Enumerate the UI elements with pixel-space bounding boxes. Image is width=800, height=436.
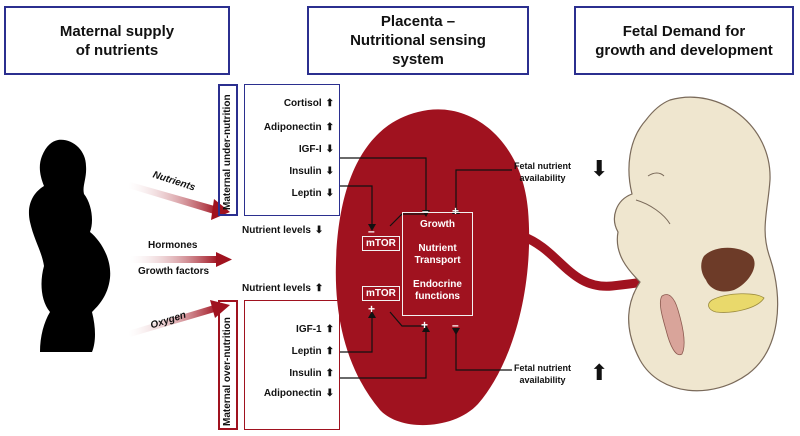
list-item: Insulin⬆ <box>289 368 334 379</box>
plus-sign-top: + <box>452 204 460 218</box>
list-item: Cortisol⬆ <box>284 98 334 109</box>
arrow-icon: ⬆ <box>314 282 324 294</box>
hormone-label: IGF-I <box>298 144 322 155</box>
under-nutrition-side-box <box>218 84 238 216</box>
fetus-illustration <box>613 96 779 392</box>
label-hormones: Hormones <box>148 240 198 251</box>
header-placenta: Placenta – Nutritional sensing system <box>307 6 529 75</box>
header-placenta-line3: system <box>392 51 444 68</box>
list-item: Adiponectin⬆ <box>264 122 334 133</box>
arrow-icon: ⬇ <box>314 224 324 236</box>
up-arrow-icon: ⬆ <box>590 360 609 385</box>
fetal-availability-bottom-line2: availability <box>519 375 566 385</box>
header-fetal-line2: growth and development <box>595 41 773 59</box>
minus-sign-top-mtor: – <box>368 224 375 238</box>
minus-sign-bottom: – <box>452 318 459 332</box>
over-nutrient-levels: Nutrient levels⬆ <box>242 283 323 294</box>
nutrients-arrow <box>128 182 230 220</box>
pregnant-woman-silhouette <box>28 139 111 352</box>
minus-sign-top: – <box>422 204 429 218</box>
header-maternal-line2: of nutrients <box>75 41 159 59</box>
list-item: Leptin⬆ <box>292 346 334 357</box>
plus-sign-bottom: + <box>421 318 429 332</box>
hormone-label: Leptin <box>291 346 322 357</box>
nutrient-levels-label: Nutrient levels <box>242 283 311 294</box>
oxygen-arrow <box>128 300 230 337</box>
over-nutrition-title: Maternal over-nutrition <box>222 317 233 426</box>
fetal-availability-bottom: Fetal nutrient availability <box>514 362 571 386</box>
hormone-label: Adiponectin <box>263 388 322 399</box>
hormone-label: Insulin <box>289 368 322 379</box>
hormone-label: IGF-1 <box>296 324 322 335</box>
header-maternal-line1: Maternal supply <box>59 22 175 40</box>
arrow-icon: ⬇ <box>325 143 334 155</box>
hormone-label: Leptin <box>291 188 322 199</box>
mtor-top-box: mTOR <box>362 236 400 251</box>
arrow-icon: ⬆ <box>325 97 334 109</box>
over-nutrition-hormone-list: IGF-1⬆ Leptin⬆ Insulin⬆ Adiponectin⬇ <box>244 300 334 430</box>
list-item: IGF-I⬇ <box>299 144 334 155</box>
over-nutrition-hormone-box <box>244 300 340 430</box>
list-item: IGF-1⬆ <box>296 324 334 335</box>
header-maternal-supply: Maternal supply of nutrients <box>4 6 230 75</box>
arrow-icon: ⬆ <box>325 367 334 379</box>
placental-functions-box: Growth Nutrient Transport Endocrine func… <box>402 212 473 316</box>
header-placenta-line2: Nutritional sensing <box>350 32 486 49</box>
hormones-arrow <box>130 252 232 267</box>
hormone-label: Insulin <box>289 166 322 177</box>
placenta-shape <box>335 109 530 426</box>
header-fetal-demand: Fetal Demand for growth and development <box>574 6 794 75</box>
down-arrow-icon: ⬇ <box>590 156 609 181</box>
list-item: Insulin⬇ <box>289 166 334 177</box>
list-item: Leptin⬇ <box>292 188 334 199</box>
under-nutrition-hormone-list: Cortisol⬆ Adiponectin⬆ IGF-I⬇ Insulin⬇ L… <box>244 84 334 216</box>
arrow-icon: ⬇ <box>325 187 334 199</box>
nutrient-levels-label: Nutrient levels <box>242 225 311 236</box>
function-growth: Growth <box>420 219 455 230</box>
over-nutrition-side-box <box>218 300 238 430</box>
fetal-availability-top: Fetal nutrient availability <box>514 160 571 184</box>
fetal-availability-top-line1: Fetal nutrient <box>514 161 572 171</box>
list-item: Adiponectin⬇ <box>264 388 334 399</box>
fetal-availability-top-line2: availability <box>519 173 566 183</box>
connector-lines <box>340 157 512 379</box>
fetal-availability-bottom-line1: Fetal nutrient <box>514 363 572 373</box>
under-nutrition-hormone-box <box>244 84 340 216</box>
hormone-label: Adiponectin <box>263 122 322 133</box>
mtor-bottom-box: mTOR <box>362 286 400 301</box>
function-nutrient-transport: Nutrient Transport <box>414 243 461 266</box>
header-placenta-line1: Placenta – <box>380 13 456 30</box>
hormone-label: Cortisol <box>283 98 322 109</box>
header-fetal-line1: Fetal Demand for <box>622 22 746 40</box>
arrow-icon: ⬇ <box>325 165 334 177</box>
arrow-icon: ⬇ <box>325 387 334 399</box>
under-nutrition-title: Maternal under-nutrition <box>222 94 233 210</box>
arrow-icon: ⬆ <box>325 323 334 335</box>
label-growth-factors: Growth factors <box>138 266 210 277</box>
under-nutrient-levels: Nutrient levels⬇ <box>242 225 323 236</box>
function-endocrine: Endocrine functions <box>413 279 462 302</box>
arrow-icon: ⬆ <box>325 121 334 133</box>
plus-sign-bottom-mtor: + <box>368 302 376 316</box>
arrow-icon: ⬆ <box>325 345 334 357</box>
